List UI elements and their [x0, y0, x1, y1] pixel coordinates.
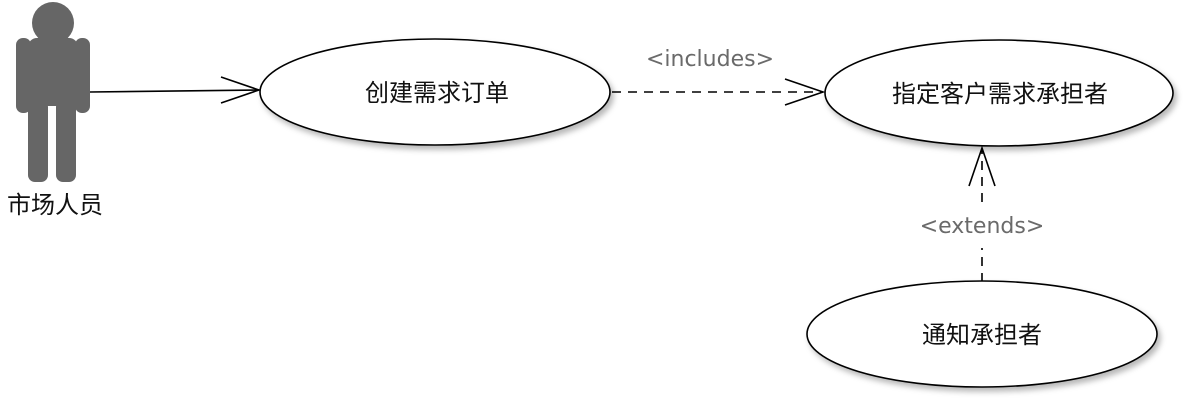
extends-label: <extends>: [920, 214, 1045, 239]
use-case-assign-owner-label: 指定客户需求承担者: [892, 80, 1108, 108]
extends-arrow: [968, 145, 996, 282]
actor-label: 市场人员: [7, 191, 103, 219]
includes-arrow: [612, 78, 826, 106]
use-case-assign-owner[interactable]: 指定客户需求承担者: [824, 39, 1174, 147]
use-case-notify-owner-label: 通知承担者: [922, 321, 1042, 349]
includes-label: <includes>: [646, 47, 774, 72]
use-case-notify-owner[interactable]: 通知承担者: [806, 280, 1158, 388]
association-arrow: [89, 76, 262, 104]
use-case-create-order-label: 创建需求订单: [365, 79, 509, 107]
person-icon: [16, 2, 90, 182]
use-case-create-order[interactable]: 创建需求订单: [259, 38, 611, 146]
